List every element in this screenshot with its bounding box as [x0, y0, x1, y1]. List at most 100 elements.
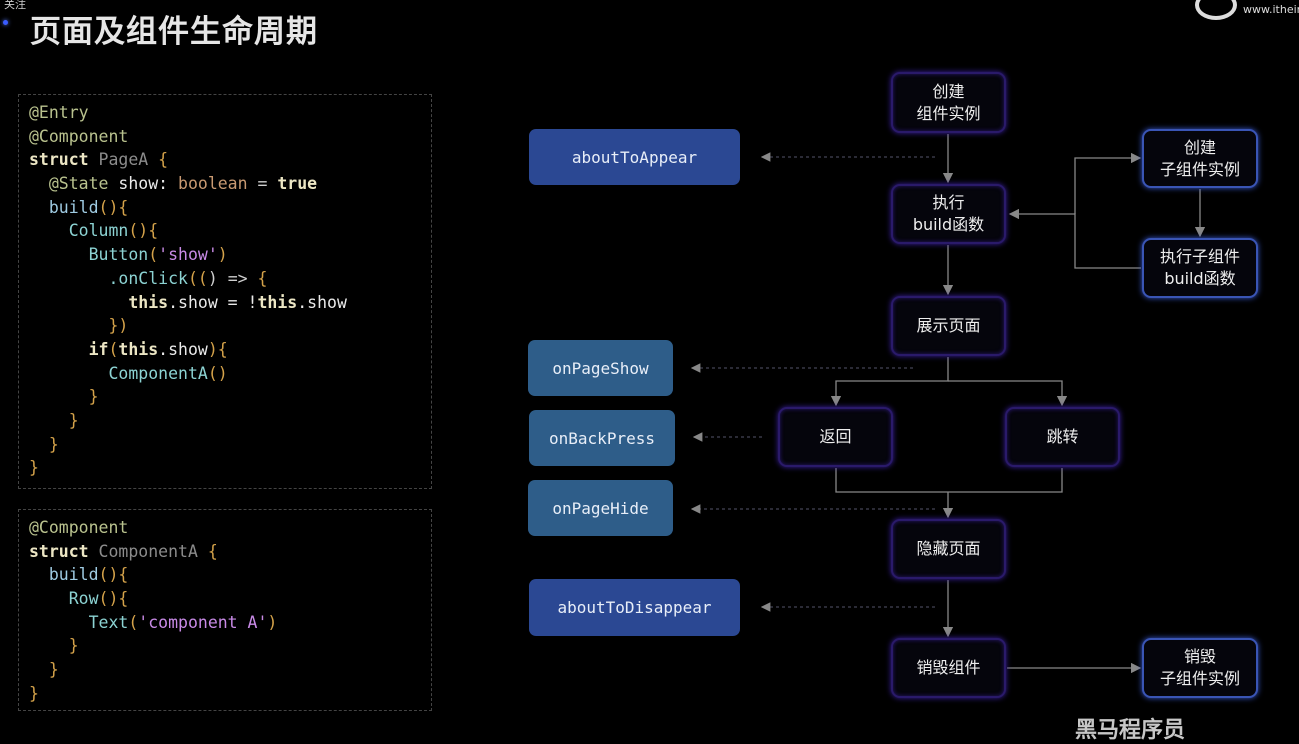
code-line: build(){	[29, 563, 431, 587]
node-back: 返回	[778, 407, 893, 467]
node-show-page: 展示页面	[891, 296, 1006, 356]
node-label: 子组件实例	[1159, 669, 1240, 688]
code-token: ) =>	[207, 268, 258, 288]
code-line: }	[29, 682, 431, 706]
arrow-to-child-create	[1074, 152, 1142, 214]
code-token: @Component	[29, 126, 129, 146]
node-label: 创建	[932, 81, 965, 101]
code-token: 'component A'	[138, 612, 268, 632]
node-label: build函数	[912, 215, 985, 234]
code-token: Button	[29, 245, 149, 265]
node-hide-page: 隐藏页面	[891, 519, 1006, 579]
code-token: {	[207, 541, 218, 561]
code-line: this.show = !this.show	[29, 291, 431, 315]
code-line: struct ComponentA {	[29, 540, 431, 564]
code-line: if(this.show){	[29, 338, 431, 362]
code-token: @State	[29, 174, 119, 194]
node-label: 执行	[932, 193, 965, 212]
node-label: 子组件实例	[1159, 159, 1240, 179]
code-token: (){	[98, 565, 129, 585]
arrow-child-build-back	[1008, 208, 1141, 269]
code-line: Text('component A')	[29, 611, 431, 635]
code-token: 'show'	[158, 245, 218, 265]
code-token: Column	[29, 221, 129, 241]
arrow-back-hide	[835, 468, 1063, 493]
code-line: @Component	[29, 125, 431, 149]
flow-connectors	[690, 134, 1206, 674]
code-token: build	[29, 565, 99, 585]
node-label: build函数	[1164, 269, 1236, 288]
node-label: 隐藏页面	[916, 539, 981, 558]
code-token: }	[29, 387, 99, 407]
code-token: (	[148, 245, 159, 265]
code-token: })	[29, 316, 129, 336]
code-token: build	[29, 197, 99, 217]
code-line: }	[29, 385, 431, 409]
code-token: (){	[98, 589, 129, 609]
code-token: this	[118, 339, 159, 359]
code-line: })	[29, 314, 431, 338]
code-token: ComponentA	[29, 363, 208, 383]
code-line: }	[29, 456, 431, 480]
node-create-child: 创建子组件实例	[1142, 129, 1258, 188]
code-line: Row(){	[29, 587, 431, 611]
code-token: }	[29, 636, 79, 656]
node-jump: 跳转	[1005, 407, 1120, 467]
node-destroy-child: 销毁子组件实例	[1142, 638, 1258, 698]
code-token: if	[29, 339, 109, 359]
code-token: (	[128, 612, 139, 632]
hook-onPageHide: onPageHide	[528, 480, 673, 536]
code-line: }	[29, 433, 431, 457]
node-label: 返回	[819, 427, 852, 446]
code-token: boolean	[178, 174, 258, 194]
hook-onPageShow: onPageShow	[528, 340, 673, 396]
code-line: }	[29, 634, 431, 658]
logo-icon	[1195, 0, 1237, 20]
node-label: 创建	[1183, 137, 1216, 157]
node-label: 销毁	[1183, 647, 1216, 666]
code-token: =	[257, 174, 278, 194]
code-line: Button('show')	[29, 243, 431, 267]
pointer-dot	[3, 20, 8, 25]
code-token: {	[158, 150, 169, 170]
code-token: .onClick	[29, 268, 188, 288]
hook-aboutToDisappear: aboutToDisappear	[529, 579, 740, 636]
code-token: @Entry	[29, 103, 89, 122]
code-line: }	[29, 658, 431, 682]
code-token: {	[257, 268, 268, 288]
logo-text: www.itheir	[1243, 3, 1299, 16]
code-line: ComponentA()	[29, 362, 431, 386]
code-line: @Component	[29, 516, 431, 540]
code-token: struct	[29, 541, 99, 561]
code-token: this	[29, 292, 169, 312]
code-token: PageA	[98, 150, 159, 170]
code-token: .show	[297, 292, 347, 312]
arrow-show-jump	[948, 380, 1068, 407]
node-label: 组件实例	[916, 103, 981, 123]
code-token: ){	[207, 339, 228, 359]
code-token: this	[257, 292, 298, 312]
code-token: }	[29, 683, 39, 703]
code-token: (){	[98, 197, 129, 217]
code-token: struct	[29, 150, 99, 170]
hook-onBackPress: onBackPress	[529, 410, 675, 466]
code-line: build(){	[29, 196, 431, 220]
code-token: show:	[118, 174, 179, 194]
code-token: ()	[207, 363, 228, 383]
code-line: }	[29, 409, 431, 433]
code-line: struct PageA {	[29, 148, 431, 172]
node-label: 销毁组件	[916, 658, 981, 677]
follow-label[interactable]: 关注	[4, 0, 26, 11]
code-line: @Entry	[29, 101, 431, 125]
node-label: 跳转	[1046, 427, 1079, 446]
code-token: )	[267, 612, 278, 632]
code-token: Row	[29, 589, 99, 609]
code-line: .onClick(() => {	[29, 267, 431, 291]
arrow-show-back	[830, 357, 949, 407]
hook-aboutToAppear: aboutToAppear	[529, 129, 740, 185]
code-token: ComponentA	[98, 541, 208, 561]
node-create-instance: 创建组件实例	[891, 72, 1006, 133]
